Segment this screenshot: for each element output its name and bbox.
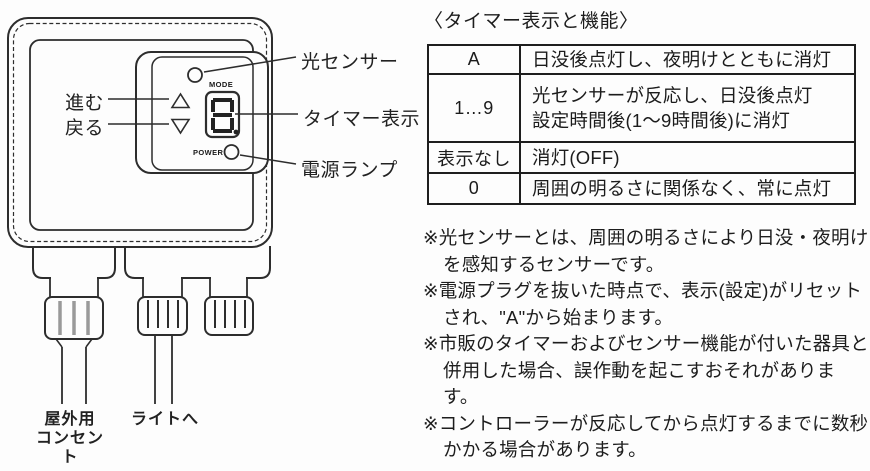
power-cable bbox=[61, 347, 87, 404]
light-sensor-circle bbox=[187, 67, 203, 83]
case-foot-right bbox=[124, 246, 271, 279]
label-outdoor-outlet: 屋外用 コンセント bbox=[35, 411, 104, 466]
function-cell: 光センサーが反応し、日没後点灯 設定時間後(1〜9時間後)に消灯 bbox=[532, 85, 813, 131]
display-value-cell: 1…9 bbox=[429, 75, 521, 141]
mode-caption: MODE bbox=[209, 80, 234, 89]
note-item: ※電源プラグを抜いた時点で、表示(設定)がリセット され、"A"から始まります。 bbox=[423, 280, 863, 328]
label-forward: 進む bbox=[65, 93, 105, 114]
leader-lines bbox=[108, 56, 298, 165]
cable-gland-right bbox=[204, 296, 254, 336]
label-light-sensor: 光センサー bbox=[301, 52, 399, 73]
cable-gland-middle bbox=[137, 296, 188, 336]
display-value-cell: 0 bbox=[429, 174, 521, 203]
display-value-cell: A bbox=[429, 46, 521, 73]
function-cell: 周囲の明るさに関係なく、常に点灯 bbox=[532, 178, 832, 199]
table-title: 〈タイマー表示と機能〉 bbox=[424, 11, 639, 32]
notes-list: ※光センサーとは、周囲の明るさにより日没・夜明け を感知するセンサーです。 ※電… bbox=[423, 225, 870, 464]
note-item: ※コントローラーが反応してから点灯するまでに数秒 かかる場合があります。 bbox=[423, 412, 869, 461]
timer-function-table: A 日没後点灯し、夜明けとともに消灯 1…9 光センサーが反応し、日没後点灯 設… bbox=[427, 44, 856, 205]
display-dot bbox=[233, 129, 239, 135]
note-item: ※光センサーとは、周囲の明るさにより日没・夜明け を感知するセンサーです。 bbox=[423, 227, 869, 275]
table-row: 1…9 光センサーが反応し、日没後点灯 設定時間後(1〜9時間後)に消灯 bbox=[429, 73, 854, 141]
function-cell: 日没後点灯し、夜明けとともに消灯 bbox=[532, 49, 832, 70]
note-item: ※市販のタイマーおよびセンサー機能が付いた器具と 併用した場合、誤作動を起こすお… bbox=[423, 333, 869, 407]
power-lamp-circle bbox=[223, 144, 240, 160]
cable-gland-necks bbox=[49, 276, 248, 298]
table-row: 表示なし 消灯(OFF) bbox=[429, 141, 854, 172]
label-timer-display: タイマー表示 bbox=[303, 109, 421, 130]
controller-diagram: 進む 戻る 光センサー タイマー表示 電源ランプ MODE POWER 屋外用 … bbox=[0, 0, 430, 471]
table-row: 0 周囲の明るさに関係なく、常に点灯 bbox=[429, 172, 854, 203]
display-value-cell: 表示なし bbox=[429, 143, 521, 172]
label-back: 戻る bbox=[65, 118, 105, 139]
label-power-lamp: 電源ランプ bbox=[301, 160, 398, 181]
controller-line-art bbox=[7, 17, 298, 404]
cable-gland-left bbox=[44, 296, 104, 348]
label-to-light: ライトへ bbox=[131, 411, 200, 428]
down-button-triangle bbox=[170, 118, 191, 135]
table-row: A 日没後点灯し、夜明けとともに消灯 bbox=[429, 46, 854, 73]
up-button-triangle bbox=[170, 92, 191, 109]
power-caption: POWER bbox=[193, 148, 224, 157]
light-cable bbox=[154, 335, 173, 404]
case-foot-left bbox=[32, 246, 116, 279]
function-cell: 消灯(OFF) bbox=[532, 147, 620, 168]
